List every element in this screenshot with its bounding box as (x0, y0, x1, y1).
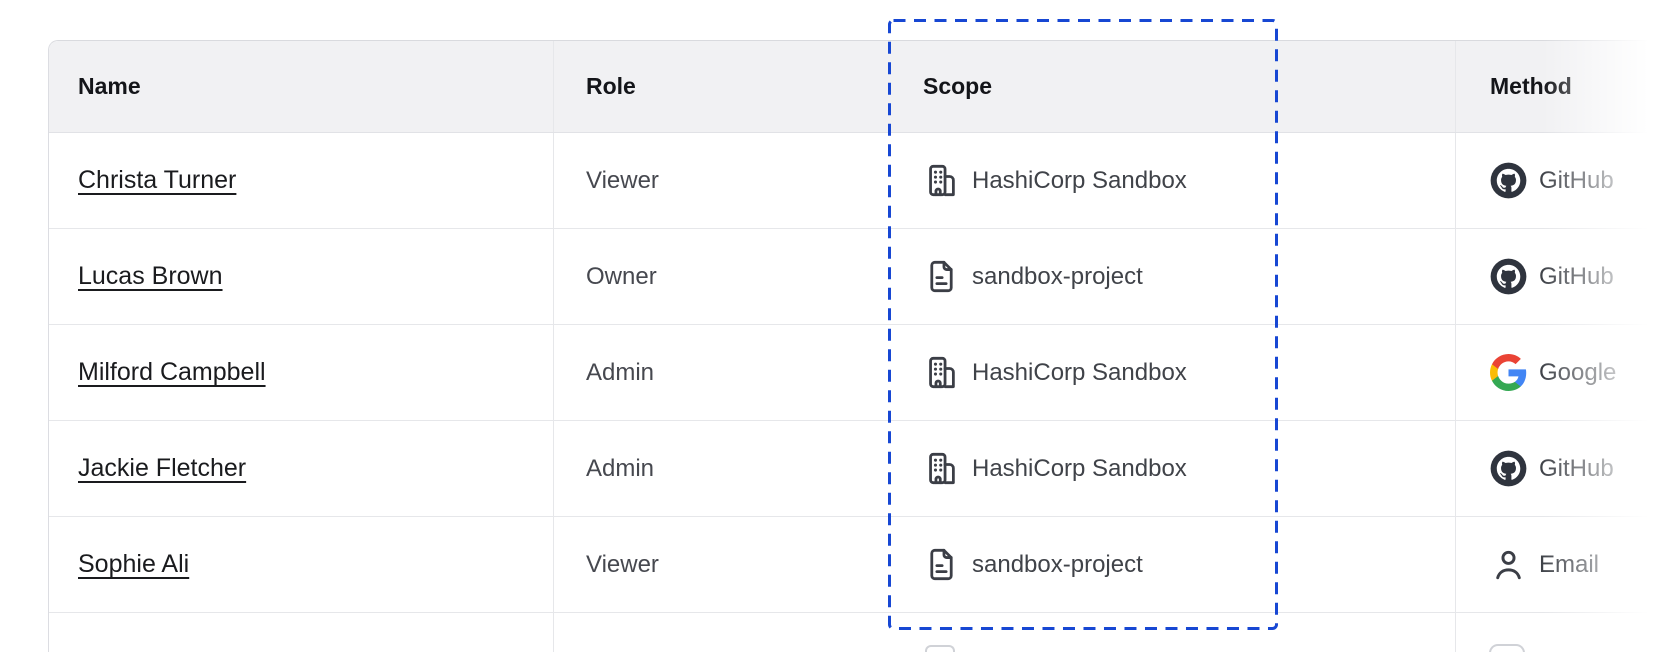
building-icon (923, 354, 960, 391)
building-icon (923, 162, 960, 199)
member-name-link[interactable]: Jackie Fletcher (78, 454, 247, 482)
members-table: Name Role Scope Method Christa Turner Vi… (48, 40, 1672, 652)
member-role: Admin (586, 454, 655, 482)
member-method: GitHub (1539, 166, 1614, 194)
member-name-link[interactable]: Milford Campbell (78, 358, 266, 386)
table-row-partial (49, 613, 1672, 652)
table-header-row: Name Role Scope Method (49, 41, 1672, 133)
member-method: GitHub (1539, 454, 1614, 482)
building-icon (923, 450, 960, 487)
column-header-role[interactable]: Role (554, 41, 890, 132)
member-method: GitHub (1539, 262, 1614, 290)
member-scope: HashiCorp Sandbox (972, 358, 1187, 386)
member-name-link[interactable]: Christa Turner (78, 166, 237, 194)
member-role: Owner (586, 262, 657, 290)
member-scope: sandbox-project (972, 550, 1143, 578)
partial-row-scope-icon-hint (925, 645, 955, 652)
column-header-scope-label: Scope (923, 73, 993, 99)
table-row: Christa Turner Viewer HashiCorp Sandbox … (49, 133, 1672, 229)
email-icon (1490, 546, 1527, 583)
file-icon (923, 258, 960, 295)
table-row: Milford Campbell Admin HashiCorp Sandbox… (49, 325, 1672, 421)
table-row: Lucas Brown Owner sandbox-project GitHub (49, 229, 1672, 325)
column-header-role-label: Role (586, 73, 636, 99)
column-header-scope[interactable]: Scope (890, 41, 1456, 132)
member-scope: HashiCorp Sandbox (972, 166, 1187, 194)
column-header-method-label: Method (1490, 73, 1572, 99)
member-method: Google (1539, 358, 1617, 386)
member-role: Admin (586, 358, 655, 386)
member-name-link[interactable]: Lucas Brown (78, 262, 223, 290)
table-body: Christa Turner Viewer HashiCorp Sandbox … (49, 133, 1672, 613)
column-header-name-label: Name (78, 73, 141, 99)
member-method: Email (1539, 550, 1600, 578)
github-icon (1490, 450, 1527, 487)
column-header-name[interactable]: Name (49, 41, 554, 132)
partial-row-method-icon-hint (1489, 644, 1525, 652)
github-icon (1490, 162, 1527, 199)
table-row: Jackie Fletcher Admin HashiCorp Sandbox … (49, 421, 1672, 517)
google-icon (1490, 354, 1527, 391)
member-scope: HashiCorp Sandbox (972, 454, 1187, 482)
member-role: Viewer (586, 166, 659, 194)
file-icon (923, 546, 960, 583)
member-scope: sandbox-project (972, 262, 1143, 290)
column-header-method[interactable]: Method (1456, 41, 1672, 132)
member-name-link[interactable]: Sophie Ali (78, 550, 190, 578)
table-row: Sophie Ali Viewer sandbox-project Email (49, 517, 1672, 613)
github-icon (1490, 258, 1527, 295)
member-role: Viewer (586, 550, 659, 578)
